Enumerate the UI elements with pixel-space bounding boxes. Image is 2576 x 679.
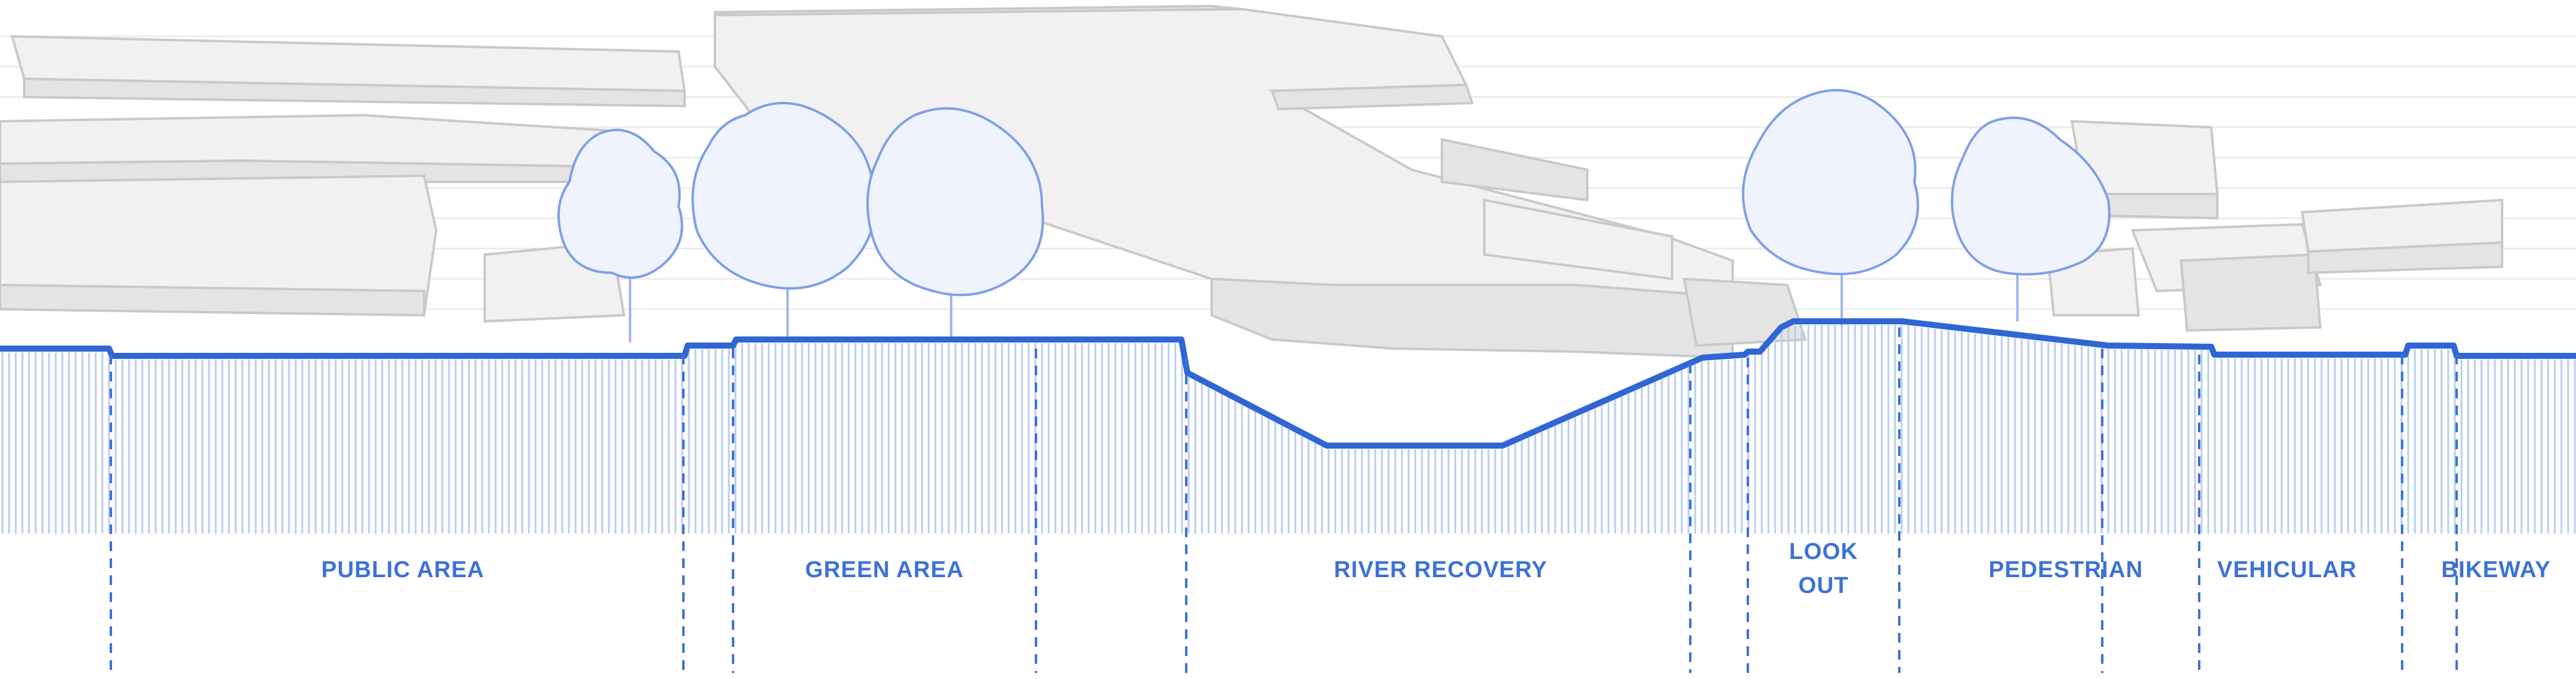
building-icon: [23, 77, 686, 108]
zone-label-look-out-line2: OUT: [1798, 573, 1848, 598]
zone-label-pedestrian: PEDESTRIAN: [1989, 557, 2143, 583]
building-icon: [1682, 277, 1807, 347]
tree-icon: [557, 129, 683, 343]
ground-profile-line: [0, 318, 2576, 449]
building-icon: [1210, 277, 1734, 360]
zone-label-river-recovery: RIVER RECOVERY: [1334, 557, 1548, 583]
tree-icon: [691, 102, 877, 336]
tree-icon: [1742, 89, 1919, 327]
zone-dividers: [110, 327, 2458, 673]
building-icon: [714, 4, 1243, 16]
building-icon: [0, 174, 438, 317]
background-buildings: [0, 4, 2503, 360]
zone-label-vehicular: VEHICULAR: [2217, 557, 2357, 583]
building-icon: [0, 283, 425, 317]
building-icon: [2307, 241, 2503, 275]
zone-label-public-area: PUBLIC AREA: [321, 557, 484, 583]
zone-label-green-area: GREEN AREA: [805, 557, 964, 583]
building-icon: [1270, 83, 1474, 111]
zone-labels: PUBLIC AREA GREEN AREA RIVER RECOVERY LO…: [321, 539, 2551, 598]
ground-hatch: [1, 325, 2576, 534]
tree-icon: [866, 107, 1044, 340]
zone-label-look-out-line1: LOOK: [1789, 539, 1858, 564]
tree-icon: [1951, 116, 2111, 321]
zone-label-bikeway: BIKEWAY: [2442, 557, 2551, 583]
building-icon: [1441, 138, 1588, 202]
trees: [557, 89, 2111, 343]
building-icon: [0, 113, 607, 169]
building-icon: [1483, 198, 1673, 281]
building-icon: [2179, 253, 2322, 332]
